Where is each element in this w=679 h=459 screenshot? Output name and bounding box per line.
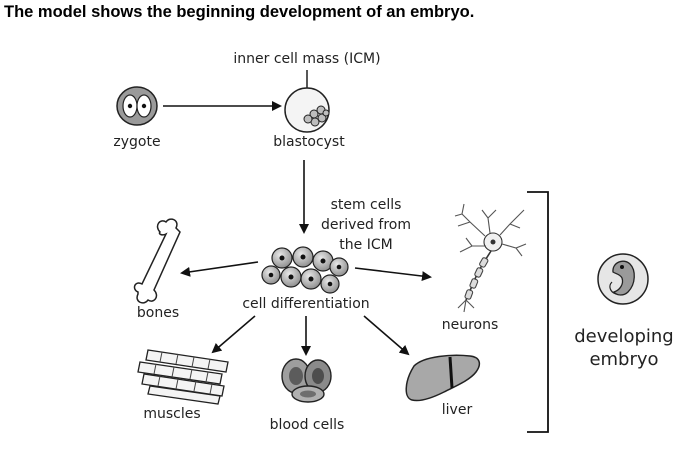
arrow-to-bones	[180, 261, 259, 277]
arrow-to-muscles	[211, 315, 256, 354]
embryo-icon	[597, 253, 649, 305]
bone-icon	[133, 218, 181, 304]
cell-differentiation-label: cell differentiation	[242, 296, 369, 312]
neurons-label: neurons	[442, 317, 499, 333]
developing-embryo-label-line1: developing	[574, 326, 674, 347]
muscle-icon	[137, 349, 229, 405]
blastocyst-label: blastocyst	[273, 134, 345, 150]
zygote-label: zygote	[113, 134, 160, 150]
neuron-icon	[454, 203, 527, 313]
zygote-icon	[116, 86, 158, 126]
blood-cells-label: blood cells	[270, 417, 345, 433]
icm-label: inner cell mass (ICM)	[233, 51, 380, 67]
arrow-to-neurons	[354, 267, 432, 282]
stem-cell-cluster-icon	[261, 246, 349, 294]
page-title: The model shows the beginning developmen…	[4, 3, 475, 21]
bones-label: bones	[137, 305, 179, 321]
stem-cells-label-line3: the ICM	[339, 237, 392, 253]
liver-label: liver	[442, 402, 473, 418]
muscles-label: muscles	[143, 406, 200, 422]
blood-cells-icon	[281, 358, 332, 403]
grouping-bracket	[527, 191, 549, 433]
liver-icon	[405, 354, 481, 402]
stem-cells-label-line2: derived from	[321, 217, 411, 233]
stem-cells-label-line1: stem cells	[331, 197, 402, 213]
blastocyst-icon	[284, 87, 330, 133]
developing-embryo-label-line2: embryo	[589, 349, 658, 370]
arrow-to-liver	[363, 315, 410, 356]
